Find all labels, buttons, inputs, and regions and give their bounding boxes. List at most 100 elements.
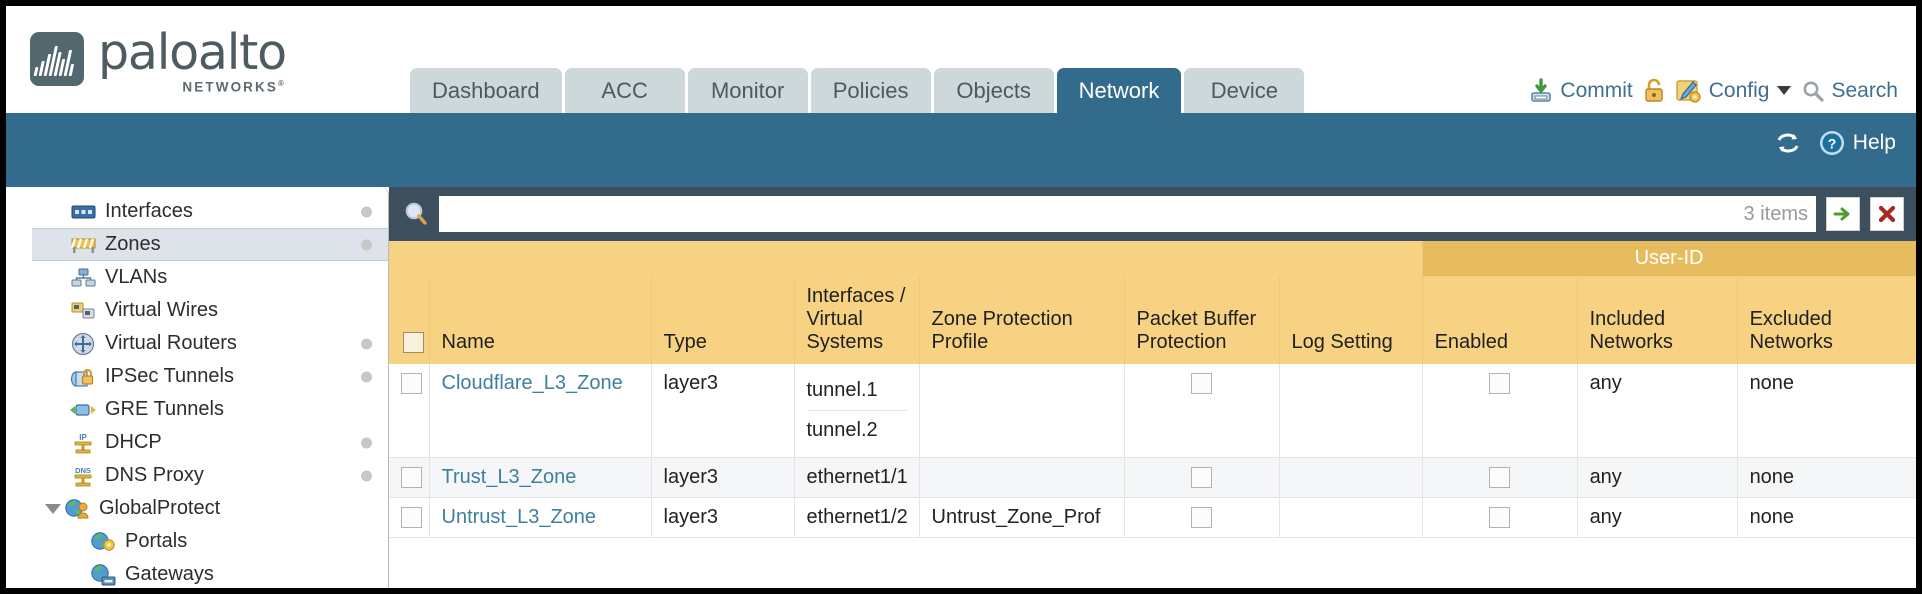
- search-icon[interactable]: [401, 199, 431, 229]
- cell-packet-buffer-protection[interactable]: [1124, 457, 1280, 499]
- row-checkbox[interactable]: [401, 467, 422, 489]
- userid-enabled-checkbox[interactable]: [1489, 507, 1511, 529]
- search-button[interactable]: Search: [1801, 79, 1898, 103]
- packet-buffer-protection-checkbox[interactable]: [1191, 373, 1212, 395]
- chevron-down-icon[interactable]: [1777, 86, 1792, 95]
- tab-policies[interactable]: Policies: [810, 68, 931, 113]
- sub-header-band: ? Help: [6, 113, 1916, 187]
- expand-triangle-icon[interactable]: [44, 503, 62, 514]
- column-header-name[interactable]: Name: [429, 276, 652, 365]
- help-button[interactable]: ? Help: [1818, 129, 1896, 157]
- sidebar-item-label: Virtual Wires: [105, 299, 218, 321]
- column-header-zone-protection-profile[interactable]: Zone Protection Profile: [919, 276, 1125, 365]
- apply-filter-button[interactable]: [1826, 197, 1860, 231]
- cell-log-setting: [1279, 497, 1423, 539]
- commit-button[interactable]: Commit: [1528, 77, 1633, 104]
- row-select-cell[interactable]: [389, 497, 430, 539]
- tab-objects[interactable]: Objects: [933, 68, 1054, 113]
- sidebar-item-interfaces[interactable]: Interfaces: [32, 195, 388, 228]
- cell-type: layer3: [651, 457, 795, 499]
- sidebar-item-dhcp[interactable]: IP DHCP: [32, 426, 388, 459]
- sidebar-item-label: VLANs: [105, 266, 168, 288]
- tab-dashboard[interactable]: Dashboard: [410, 68, 562, 113]
- cell-packet-buffer-protection[interactable]: [1124, 497, 1280, 539]
- svg-text:DNS: DNS: [75, 466, 91, 475]
- virtual-routers-icon: [70, 332, 96, 355]
- column-header-log-setting[interactable]: Log Setting: [1279, 276, 1423, 365]
- select-all-checkbox[interactable]: [403, 332, 424, 354]
- cell-userid-enabled[interactable]: [1422, 364, 1578, 459]
- sidebar-item-label: Portals: [125, 530, 188, 552]
- sidebar-item-virtual-routers[interactable]: Virtual Routers: [32, 327, 388, 360]
- sidebar-item-label: GlobalProtect: [99, 497, 221, 519]
- sidebar-item-zones[interactable]: Zones: [32, 228, 388, 261]
- column-header-type[interactable]: Type: [651, 276, 795, 365]
- brand-name: paloalto: [98, 24, 287, 81]
- refresh-button[interactable]: [1774, 131, 1802, 155]
- cell-userid-enabled[interactable]: [1422, 457, 1578, 499]
- cell-packet-buffer-protection[interactable]: [1124, 364, 1280, 459]
- cell-name[interactable]: Trust_L3_Zone: [429, 457, 652, 499]
- packet-buffer-protection-checkbox[interactable]: [1191, 507, 1212, 529]
- cell-type: layer3: [651, 497, 795, 539]
- table-row[interactable]: Untrust_L3_Zone layer3 ethernet1/2 Untru…: [389, 497, 1916, 539]
- zone-name-link[interactable]: Trust_L3_Zone: [441, 466, 577, 489]
- row-checkbox[interactable]: [401, 373, 422, 395]
- gre-tunnels-icon: [70, 399, 96, 421]
- sidebar-list: Interfaces Zones: [32, 187, 388, 588]
- sidebar-item-globalprotect[interactable]: GlobalProtect: [32, 492, 388, 525]
- refresh-icon: [1774, 131, 1802, 155]
- sidebar-item-gateways[interactable]: Gateways: [32, 558, 388, 588]
- config-button[interactable]: Config: [1675, 78, 1792, 104]
- tab-monitor[interactable]: Monitor: [687, 68, 808, 113]
- cell-name[interactable]: Cloudflare_L3_Zone: [429, 364, 652, 459]
- filter-input[interactable]: [439, 196, 1816, 232]
- band-actions: ? Help: [1774, 129, 1896, 157]
- commit-label: Commit: [1560, 78, 1633, 102]
- sidebar-item-portals[interactable]: Portals: [32, 525, 388, 558]
- row-select-cell[interactable]: [389, 457, 430, 499]
- cell-userid-enabled[interactable]: [1422, 497, 1578, 539]
- column-header-packet-buffer-protection[interactable]: Packet Buffer Protection: [1124, 276, 1280, 365]
- sidebar-item-dns-proxy[interactable]: DNS DNS Proxy: [32, 459, 388, 492]
- packet-buffer-protection-checkbox[interactable]: [1191, 467, 1212, 489]
- sidebar-item-ipsec-tunnels[interactable]: IPSec Tunnels: [32, 360, 388, 393]
- row-checkbox[interactable]: [401, 507, 422, 529]
- sidebar-item-label: Zones: [105, 233, 161, 255]
- tab-acc[interactable]: ACC: [564, 68, 685, 113]
- dns-proxy-icon: DNS: [70, 465, 96, 487]
- sidebar-item-label: Interfaces: [105, 200, 193, 222]
- column-header-enabled[interactable]: Enabled: [1422, 276, 1578, 365]
- zone-name-link[interactable]: Cloudflare_L3_Zone: [441, 372, 623, 395]
- cell-zone-protection-profile: Untrust_Zone_Prof: [919, 497, 1125, 539]
- interface-item: tunnel.1: [806, 371, 907, 412]
- tab-network[interactable]: Network: [1056, 68, 1182, 113]
- top-bar: paloalto NETWORKS® Dashboard ACC Monitor…: [6, 6, 1916, 113]
- tab-device[interactable]: Device: [1184, 68, 1305, 113]
- zone-name-link[interactable]: Untrust_L3_Zone: [441, 506, 597, 529]
- table-row[interactable]: Cloudflare_L3_Zone layer3 tunnel.1 tunne…: [389, 364, 1916, 459]
- column-header-interfaces-virtual-systems[interactable]: Interfaces / Virtual Systems: [794, 276, 920, 365]
- sidebar-item-vlans[interactable]: VLANs: [32, 261, 388, 294]
- cell-log-setting: [1279, 364, 1423, 459]
- cell-included-networks: any: [1577, 497, 1738, 539]
- select-all-header[interactable]: [389, 276, 430, 365]
- padlock-button[interactable]: [1643, 78, 1665, 104]
- zones-table: User-ID Name Type Interfaces / Virtual S…: [389, 241, 1916, 539]
- cell-name[interactable]: Untrust_L3_Zone: [429, 497, 652, 539]
- sidebar-item-gre-tunnels[interactable]: GRE Tunnels: [32, 393, 388, 426]
- sidebar-item-virtual-wires[interactable]: Virtual Wires: [32, 294, 388, 327]
- config-icon: [1675, 78, 1703, 104]
- portals-icon: [90, 531, 116, 553]
- userid-enabled-checkbox[interactable]: [1489, 467, 1511, 489]
- clear-filter-button[interactable]: [1870, 197, 1904, 231]
- row-select-cell[interactable]: [389, 364, 430, 459]
- column-header-included-networks[interactable]: Included Networks: [1577, 276, 1738, 365]
- column-header-excluded-networks[interactable]: Excluded Networks: [1737, 276, 1916, 365]
- userid-enabled-checkbox[interactable]: [1489, 373, 1511, 395]
- cell-excluded-networks: none: [1737, 497, 1916, 539]
- search-label: Search: [1831, 78, 1898, 102]
- table-row[interactable]: Trust_L3_Zone layer3 ethernet1/1 any: [389, 457, 1916, 499]
- zones-table-wrapper[interactable]: User-ID Name Type Interfaces / Virtual S…: [389, 241, 1916, 588]
- globalprotect-icon: [64, 498, 90, 520]
